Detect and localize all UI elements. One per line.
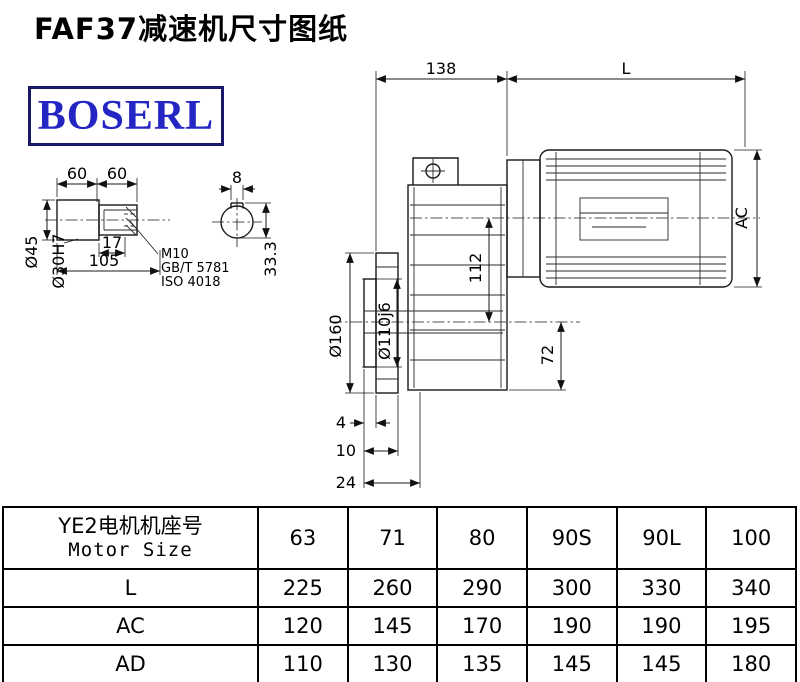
table-cell: 290: [436, 568, 528, 608]
table-cell: 145: [346, 606, 439, 646]
table-cell: 190: [525, 606, 618, 646]
dimension-drawing: 60 60 17 105: [22, 59, 762, 492]
table-cell: 145: [615, 644, 708, 682]
dim-10-label: 10: [336, 441, 356, 460]
table-cell: 195: [705, 606, 797, 646]
table-cell: 190: [615, 606, 708, 646]
dim-72-label: 72: [538, 345, 557, 365]
dim-shaft-105: 105: [56, 243, 161, 275]
row-label: AC: [2, 606, 259, 646]
boserl-logo: BOSERL: [28, 86, 224, 146]
dim-dia30-label: Ø30H7: [49, 233, 68, 288]
header-en: Motor Size: [68, 539, 193, 562]
dim-shaft-dia45: Ø45: [22, 199, 55, 269]
table-cell: 170: [436, 606, 528, 646]
row-label: L: [2, 568, 259, 608]
shaft-side-view: 60 60 17 105: [22, 164, 230, 290]
dim-shaft-60-right: 60: [97, 164, 138, 202]
page-title: FAF37减速机尺寸图纸: [34, 12, 349, 46]
header-cn: YE2电机机座号: [58, 514, 203, 538]
dim-L: L: [507, 59, 746, 147]
keyway-cross-section: 8 33.3: [212, 168, 280, 277]
column-header: 90L: [615, 506, 708, 570]
table-cell: 145: [525, 644, 618, 682]
dim-AC: AC: [732, 149, 762, 288]
table-cell: 135: [436, 644, 528, 682]
table-cell: 130: [346, 644, 439, 682]
table-cell: 300: [525, 568, 618, 608]
dim-138-label: 138: [426, 59, 457, 78]
dim-dia160-label: Ø160: [326, 314, 345, 357]
dim-138: 138: [375, 59, 508, 251]
motor-nameplate: [579, 197, 669, 241]
table-cell: 330: [615, 568, 708, 608]
table-cell: 110: [257, 644, 349, 682]
table-cell: 340: [705, 568, 797, 608]
dim-4-10-24: 4 10 24: [336, 369, 421, 492]
table-row-AD: AD 110 130 135 145 145 180: [2, 644, 797, 682]
column-header: 63: [257, 506, 349, 570]
dim-dia160: Ø160: [326, 252, 374, 394]
table-cell: 260: [346, 568, 439, 608]
dim-dia45-label: Ø45: [22, 236, 41, 269]
table-cell: 225: [257, 568, 349, 608]
table-cell: 180: [705, 644, 797, 682]
thread-note: M10 GB/T 5781 ISO 4018: [129, 220, 230, 290]
standard-iso-label: ISO 4018: [161, 275, 221, 290]
dim-shaft-17: 17: [98, 233, 126, 257]
dim-112: 112: [466, 218, 493, 322]
dim-60-right-label: 60: [107, 164, 127, 183]
dim-L-label: L: [622, 59, 631, 78]
dim-shaft-dia30: Ø30H7: [49, 233, 79, 289]
dim-shaft-60-left: 60: [56, 164, 98, 202]
boserl-logo-text: BOSERL: [37, 93, 215, 139]
column-header: 90S: [525, 506, 618, 570]
thread-m10-label: M10: [161, 247, 189, 262]
table-row-AC: AC 120 145 170 190 190 195: [2, 606, 797, 646]
column-header: 80: [436, 506, 528, 570]
dim-AC-label: AC: [732, 207, 751, 229]
dim-4-label: 4: [336, 413, 346, 432]
column-header: 100: [705, 506, 797, 570]
dim-33-3-label: 33.3: [261, 241, 280, 277]
dim-8-label: 8: [232, 168, 242, 187]
dim-key-8: 8: [219, 168, 255, 200]
dim-dia110-label: Ø110j6: [375, 302, 394, 360]
dim-key-33-3: 33.3: [239, 202, 280, 277]
table-header-row: YE2电机机座号 Motor Size 63 71 80 90S 90L 100: [2, 506, 797, 570]
dim-112-label: 112: [466, 253, 485, 284]
dim-dia110: Ø110j6: [362, 278, 402, 368]
motor-body: [539, 149, 733, 288]
dim-60-left-label: 60: [67, 164, 87, 183]
dim-17-label: 17: [102, 233, 122, 252]
standard-gbt-label: GB/T 5781: [161, 261, 230, 276]
motor-size-header-cell: YE2电机机座号 Motor Size: [2, 506, 259, 570]
main-assembly-view: 138 L AC 112 72: [326, 59, 762, 492]
motor-adapter: [506, 159, 541, 278]
shaft-small-section: [98, 204, 138, 236]
row-label: AD: [2, 644, 259, 682]
dim-105-label: 105: [89, 251, 120, 270]
spec-table: YE2电机机座号 Motor Size 63 71 80 90S 90L 100…: [2, 506, 797, 682]
dim-72: 72: [509, 322, 566, 391]
column-header: 71: [346, 506, 439, 570]
gearbox-housing: [407, 157, 508, 391]
table-cell: 120: [257, 606, 349, 646]
dim-24-label: 24: [336, 473, 356, 492]
table-row-L: L 225 260 290 300 330 340: [2, 568, 797, 608]
